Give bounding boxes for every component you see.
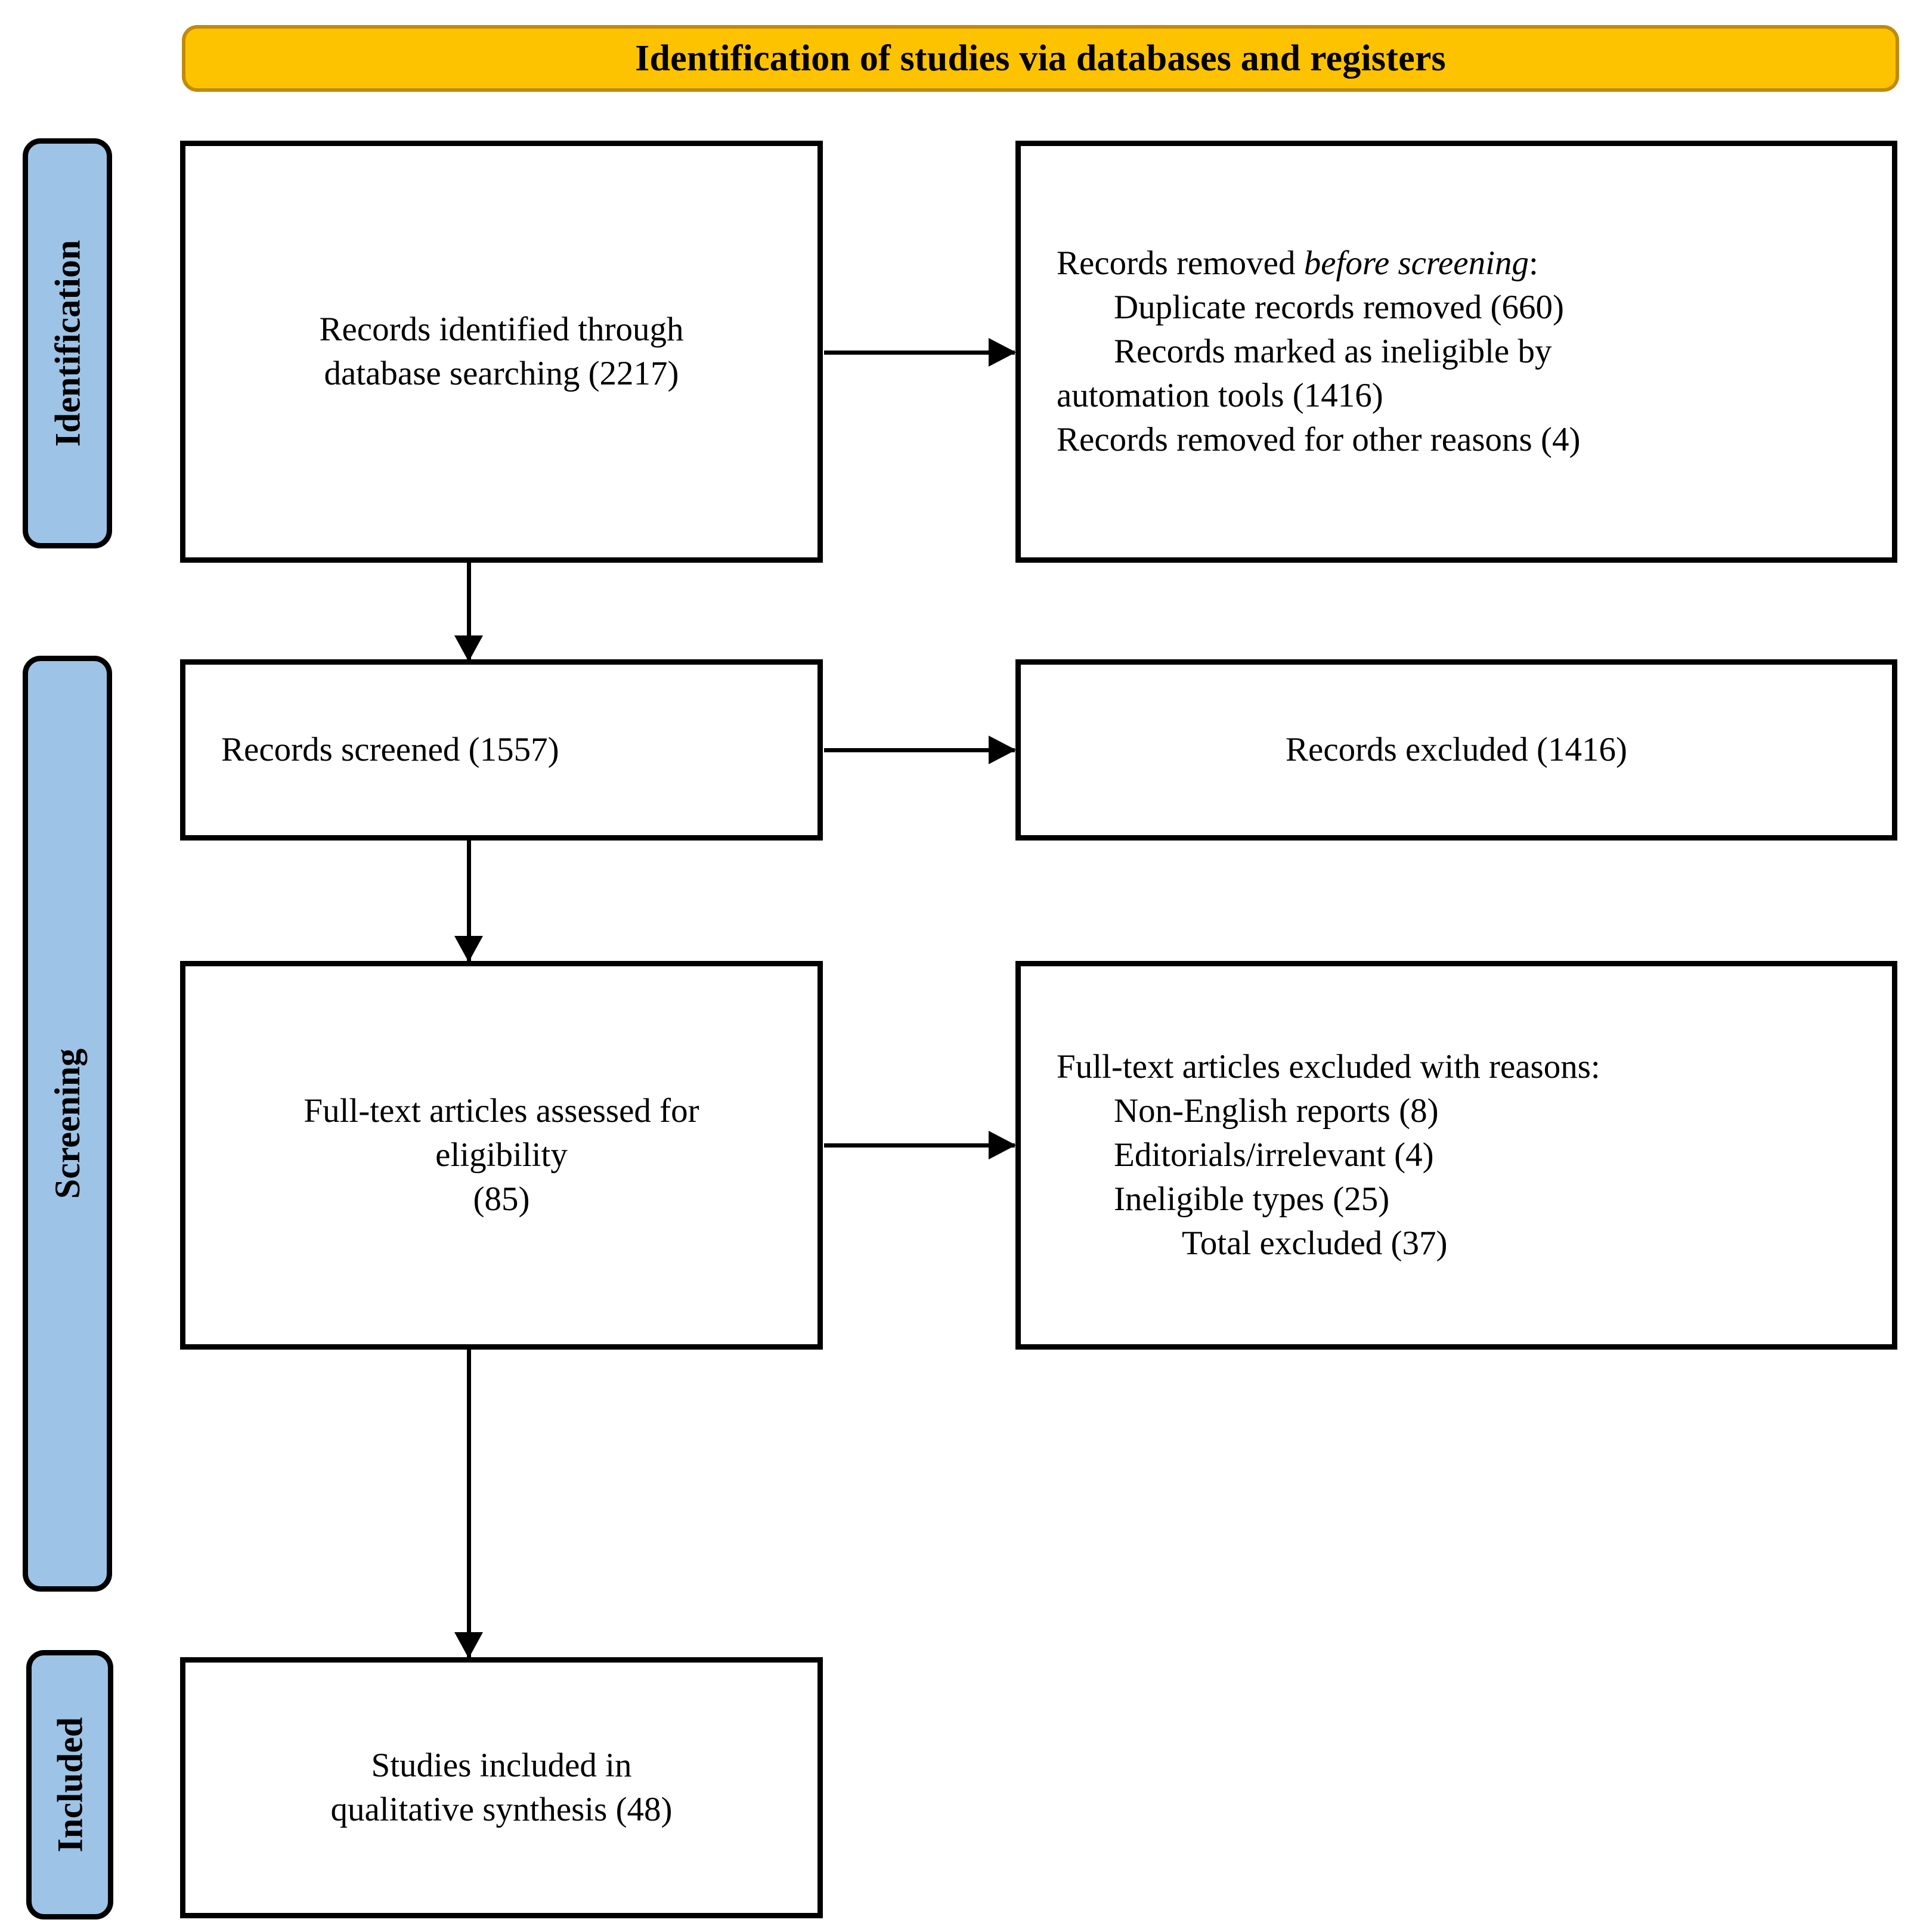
fulltext-excluded-heading: Full-text articles excluded with reasons… bbox=[1057, 1047, 1600, 1086]
box-records-screened-text: Records screened (1557) bbox=[185, 728, 817, 772]
records-removed-heading-prefix: Records removed bbox=[1057, 244, 1304, 282]
records-removed-item-automation-a: Records marked as ineligible by bbox=[1114, 332, 1552, 370]
arrow-head-down-icon bbox=[454, 1632, 483, 1658]
records-identified-line-1: Records identified through bbox=[319, 310, 684, 348]
fulltext-excluded-item-non-english: Non-English reports (8) bbox=[1114, 1091, 1439, 1130]
records-removed-heading-suffix: : bbox=[1528, 244, 1538, 282]
stage-label-screening-text: Screening bbox=[48, 1048, 87, 1199]
arrow-line bbox=[467, 563, 471, 660]
records-screened-line-1: Records screened (1557) bbox=[221, 730, 559, 768]
records-identified-line-2: database searching (2217) bbox=[324, 355, 679, 392]
arrow-line bbox=[824, 351, 1015, 355]
records-excluded-line-1: Records excluded (1416) bbox=[1286, 730, 1627, 768]
box-records-screened: Records screened (1557) bbox=[180, 659, 823, 841]
stage-label-identification-text: Identification bbox=[48, 240, 88, 447]
studies-included-line-2: qualitative synthesis (48) bbox=[330, 1791, 673, 1828]
fulltext-assessed-line-2: eligibility bbox=[435, 1136, 568, 1174]
diagram-title: Identification of studies via databases … bbox=[635, 38, 1446, 79]
box-records-identified-text: Records identified through database sear… bbox=[185, 308, 817, 396]
arrow-line bbox=[467, 841, 471, 961]
studies-included-line-1: Studies included in bbox=[371, 1746, 632, 1784]
box-fulltext-assessed-for-eligibility: Full-text articles assessed for eligibil… bbox=[180, 961, 823, 1350]
stage-label-included: Included bbox=[26, 1650, 113, 1919]
records-removed-heading: Records removed before screening: bbox=[1057, 241, 1856, 286]
box-fulltext-assessed-text: Full-text articles assessed for eligibil… bbox=[185, 1089, 817, 1221]
box-records-excluded-text: Records excluded (1416) bbox=[1021, 728, 1892, 772]
arrow-head-right-icon bbox=[989, 736, 1016, 764]
box-records-excluded: Records excluded (1416) bbox=[1015, 659, 1897, 841]
arrow-line bbox=[824, 748, 1015, 752]
records-removed-heading-italic: before screening bbox=[1303, 244, 1529, 282]
arrow-head-right-icon bbox=[989, 1131, 1016, 1159]
records-removed-item-automation-b: automation tools (1416) bbox=[1057, 377, 1383, 415]
arrow-line bbox=[467, 1350, 471, 1657]
records-removed-item-duplicates: Duplicate records removed (660) bbox=[1114, 288, 1564, 326]
fulltext-excluded-item-ineligible-types: Ineligible types (25) bbox=[1114, 1180, 1390, 1218]
box-records-removed-text: Records removed before screening: Duplic… bbox=[1021, 241, 1892, 462]
fulltext-excluded-item-total: Total excluded (37) bbox=[1182, 1224, 1448, 1263]
box-fulltext-excluded-with-reasons: Full-text articles excluded with reasons… bbox=[1015, 961, 1897, 1350]
fulltext-excluded-item-editorials: Editorials/irrelevant (4) bbox=[1114, 1136, 1434, 1174]
box-studies-included-text: Studies included in qualitative synthesi… bbox=[185, 1744, 817, 1832]
diagram-header-banner: Identification of studies via databases … bbox=[182, 25, 1899, 92]
box-records-removed-before-screening: Records removed before screening: Duplic… bbox=[1015, 141, 1897, 563]
stage-label-screening: Screening bbox=[23, 656, 112, 1592]
box-studies-included: Studies included in qualitative synthesi… bbox=[180, 1657, 823, 1918]
box-records-identified: Records identified through database sear… bbox=[180, 141, 823, 563]
fulltext-assessed-line-3: (85) bbox=[473, 1180, 530, 1218]
stage-label-identification: Identification bbox=[23, 138, 112, 548]
box-fulltext-excluded-text: Full-text articles excluded with reasons… bbox=[1021, 1045, 1892, 1266]
arrow-head-down-icon bbox=[454, 936, 483, 962]
arrow-head-right-icon bbox=[989, 338, 1016, 367]
arrow-line bbox=[824, 1143, 1015, 1148]
records-removed-item-other-reasons: Records removed for other reasons (4) bbox=[1057, 421, 1581, 459]
fulltext-assessed-line-1: Full-text articles assessed for bbox=[304, 1091, 699, 1130]
arrow-head-down-icon bbox=[454, 635, 483, 662]
stage-label-included-text: Included bbox=[50, 1717, 90, 1853]
